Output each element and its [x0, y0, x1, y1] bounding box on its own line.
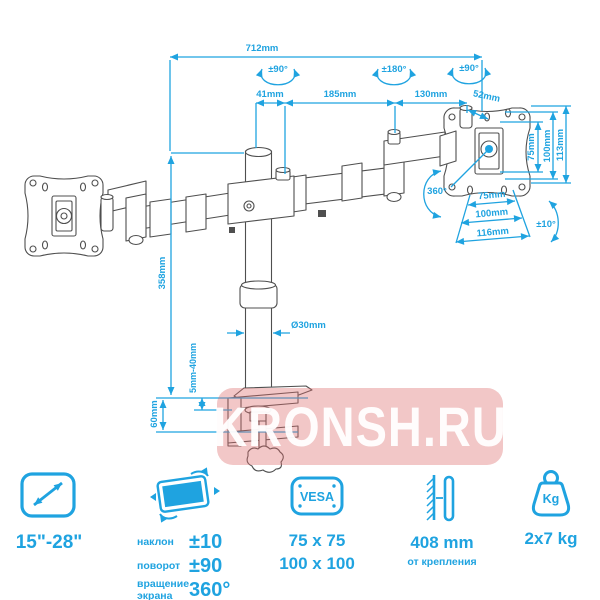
dim-vesa-h100: 100mm	[475, 207, 509, 221]
spec-height: 408 mm от крепления	[402, 468, 482, 568]
spec-weight: Kg 2x7 kg	[515, 466, 587, 549]
spec-height-value: 408 mm	[410, 533, 474, 552]
dim-clamp-height: 60mm	[149, 400, 160, 427]
spec-screen-size: 15"-28"	[4, 470, 94, 554]
right-arm	[271, 128, 446, 214]
spec-screen-size-value: 15"-28"	[15, 532, 83, 553]
dim-tilt-10: ±10°	[536, 219, 556, 230]
motion-swivel-label: поворот	[137, 559, 181, 572]
dim-rotation-left: ±90°	[268, 64, 288, 75]
spec-weight-value: 2x7 kg	[524, 529, 578, 548]
left-arm	[107, 180, 244, 246]
motion-rotate-label: вращение экрана	[137, 578, 190, 600]
spec-height-caption: от крепления	[407, 556, 477, 568]
dim-pole-diameter: Ø30mm	[291, 320, 326, 331]
dim-vesa-v75: 75mm	[526, 133, 537, 160]
watermark-text: KRONSH.RU	[213, 395, 507, 458]
motion-swivel-row: поворот ±90	[137, 555, 230, 578]
watermark: KRONSH.RU	[213, 388, 506, 465]
motion-rotate-value: 360°	[189, 579, 231, 600]
dim-swivel-360: 360°	[427, 186, 447, 197]
dim-plate-w116: 116mm	[476, 226, 509, 240]
spec-vesa-line2: 100 x 100	[279, 554, 355, 573]
spec-vesa-line1: 75 x 75	[288, 531, 346, 550]
motion-tilt-row: наклон ±10	[137, 531, 230, 554]
motion-tilt-value: ±10	[189, 531, 223, 553]
right-vesa-plate	[439, 104, 531, 197]
dim-clamp-grip: 5mm-40mm	[188, 343, 198, 393]
spec-motion: наклон ±10 поворот ±90 вращение экрана 3…	[137, 531, 230, 600]
left-vesa-plate	[24, 175, 114, 257]
motion-tilt-label: наклон	[137, 535, 174, 548]
desk-clamp	[227, 385, 313, 473]
dim-rotation-center: ±180°	[382, 64, 407, 75]
dimensions: 712mm ±90° ±180° ±90° 41mm 185mm 130mm 5…	[149, 43, 571, 433]
dim-plate-h113: 113mm	[555, 129, 566, 161]
screen-size-icon	[20, 472, 76, 518]
dim-total-width: 712mm	[246, 43, 279, 54]
dim-offset-41: 41mm	[256, 89, 283, 100]
motion-rotate-row: вращение экрана 360°	[137, 578, 231, 600]
pole-height-icon	[426, 475, 455, 522]
weight-icon: Kg	[531, 470, 571, 517]
dim-pole-height: 358mm	[157, 257, 168, 290]
mount-diagram: 712mm ±90° ±180° ±90° 41mm 185mm 130mm 5…	[24, 43, 571, 473]
dim-arm-185: 185mm	[324, 89, 357, 100]
tilt-screen-icon	[150, 467, 220, 523]
center-crossbar	[227, 166, 326, 233]
dim-rotation-right: ±90°	[459, 63, 479, 74]
vesa-icon: VESA	[290, 476, 344, 516]
dim-arm-130: 130mm	[415, 89, 448, 100]
motion-swivel-value: ±90	[189, 555, 223, 577]
weight-badge: Kg	[543, 492, 560, 506]
dim-vesa-h75: 75mm	[478, 189, 506, 202]
dim-vesa-v100: 100mm	[542, 130, 553, 163]
dim-offset-52: 52mm	[472, 88, 501, 104]
vesa-badge: VESA	[300, 490, 334, 504]
spec-vesa: VESA 75 x 75 100 x 100	[279, 473, 355, 574]
